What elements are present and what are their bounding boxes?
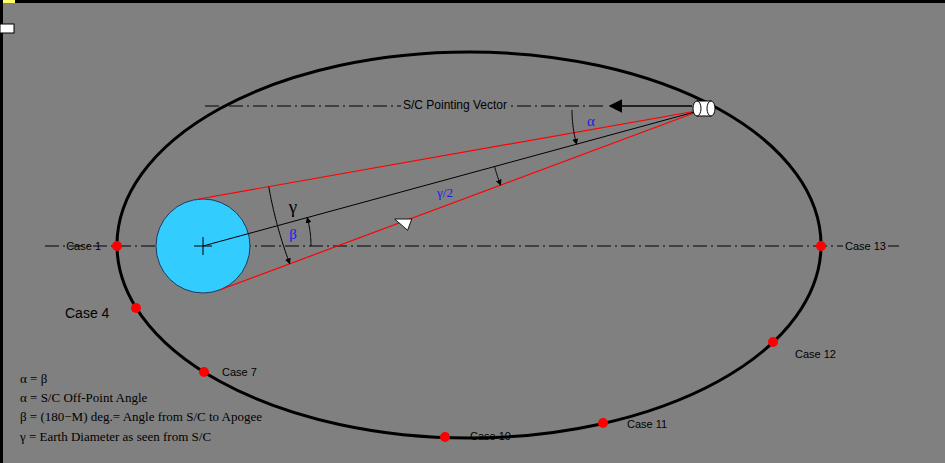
angle-symbol: γ (289, 196, 297, 218)
alpha-arc (572, 110, 577, 144)
definition-note: α = β (20, 372, 47, 387)
case-dot (768, 337, 778, 347)
frame-corner (3, 0, 15, 3)
case-dot (112, 241, 122, 251)
case-label: Case 11 (627, 418, 667, 431)
frame-tab (0, 24, 14, 33)
beta-arc (307, 218, 311, 246)
case-dot (199, 367, 209, 377)
half-gamma-arc (495, 167, 501, 186)
pointing-vector-arrow (610, 105, 692, 107)
case-label: Case 12 (795, 348, 836, 361)
tangent-line (195, 110, 702, 200)
case-label: Case 7 (222, 366, 257, 379)
definition-note: β = (180−M) deg.= Angle from S/C to Apog… (18, 410, 264, 425)
spacecraft-face (693, 101, 701, 116)
angle-symbol: γ/2 (437, 186, 453, 201)
definition-note: γ = Earth Diameter as seen from S/C (20, 430, 211, 445)
tangent-line (219, 110, 702, 290)
case-label: Case 1 (66, 240, 101, 253)
angle-symbol: β (289, 226, 297, 243)
frame-left (0, 0, 3, 463)
sight-lines (195, 110, 702, 290)
gamma-arc (269, 187, 290, 264)
case-label: Case 10 (470, 430, 511, 443)
case-dot (598, 418, 608, 428)
spacecraft-end (707, 101, 715, 116)
angle-symbol: α (587, 113, 595, 130)
case-label: Case 13 (843, 240, 888, 253)
case-label: Case 4 (65, 305, 109, 321)
spacecraft-icon (693, 101, 715, 116)
frame-top (0, 0, 945, 3)
case-dot (131, 303, 141, 313)
orbit-ellipse (117, 52, 821, 438)
case-dot (816, 241, 826, 251)
case-dot (440, 432, 450, 442)
vector-label: S/C Pointing Vector (401, 99, 509, 113)
direction-marker (393, 213, 412, 230)
definition-note: α = S/C Off-Point Angle (20, 391, 147, 406)
